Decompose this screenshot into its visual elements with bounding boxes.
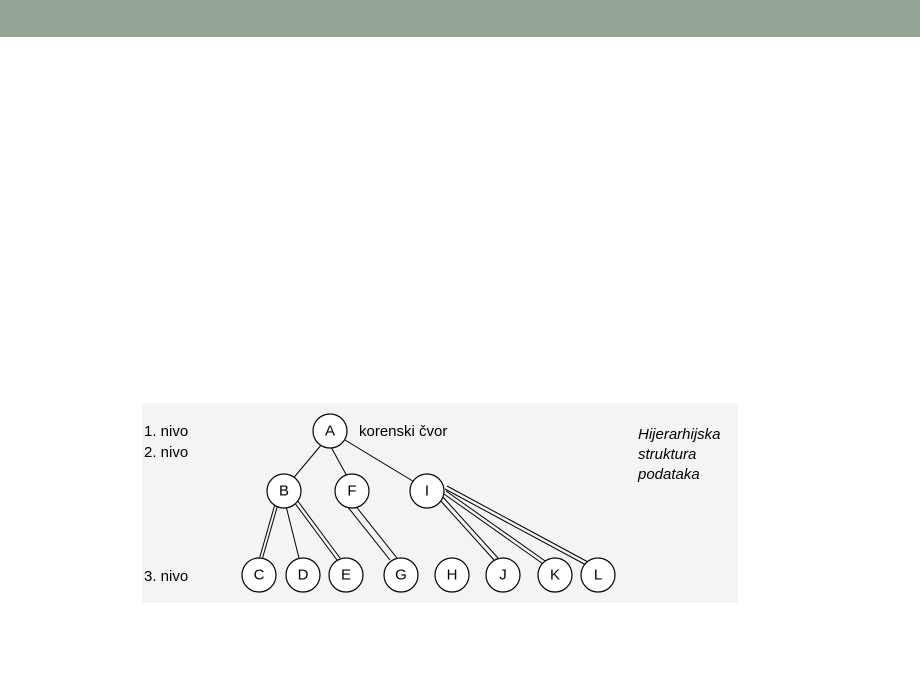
level-2-label: 2. nivo <box>144 444 188 461</box>
edge-A-I <box>344 439 417 484</box>
edge-F-G <box>346 505 391 561</box>
edge-B-E <box>293 501 338 561</box>
edge-B-E-2 <box>296 499 341 559</box>
node-G: G <box>383 557 419 593</box>
node-D-label: D <box>298 567 309 584</box>
edge-I-J-2 <box>441 495 499 559</box>
edge-A-B <box>290 443 323 482</box>
node-B-label: B <box>279 483 289 500</box>
figure-title-line-2: struktura <box>638 446 696 463</box>
edge-B-D <box>285 505 300 559</box>
node-J-label: J <box>499 567 507 584</box>
edge-I-J <box>438 498 495 561</box>
node-A-label: A <box>325 423 335 440</box>
node-H: H <box>434 557 470 593</box>
level-3-label: 3. nivo <box>144 568 188 585</box>
node-B: B <box>266 473 302 509</box>
edge-B-C <box>258 503 276 561</box>
node-I-label: I <box>425 483 429 500</box>
hierarchy-diagram: A B F I C D E G <box>144 413 721 593</box>
node-C: C <box>241 557 277 593</box>
node-G-label: G <box>395 567 407 584</box>
node-H-label: H <box>447 567 458 584</box>
node-K-label: K <box>550 567 560 584</box>
figure-title-line-1: Hijerarhijska <box>638 426 721 443</box>
edge-I-L <box>444 488 587 566</box>
edge-B-C-2 <box>261 503 279 561</box>
level-1-label: 1. nivo <box>144 423 188 440</box>
node-F: F <box>334 473 370 509</box>
node-A: A <box>312 413 348 449</box>
node-E: E <box>328 557 364 593</box>
edge-I-L-2 <box>446 485 589 563</box>
node-K: K <box>537 557 573 593</box>
figure-title-line-3: podataka <box>637 466 700 483</box>
node-F-label: F <box>347 483 356 500</box>
node-J: J <box>485 557 521 593</box>
node-E-label: E <box>341 567 351 584</box>
node-L-label: L <box>594 567 602 584</box>
node-C-label: C <box>254 567 265 584</box>
edge-I-K-2 <box>445 490 549 564</box>
edge-A-F <box>330 446 349 479</box>
hierarchy-figure: A B F I C D E G <box>142 403 738 603</box>
node-I: I <box>409 473 445 509</box>
node-D: D <box>285 557 321 593</box>
root-node-note: korenski čvor <box>359 423 447 440</box>
edge-F-G-2 <box>353 503 398 559</box>
edges <box>258 439 589 567</box>
slide-header-bar <box>0 0 920 37</box>
edge-I-K <box>443 493 547 567</box>
node-L: L <box>580 557 616 593</box>
